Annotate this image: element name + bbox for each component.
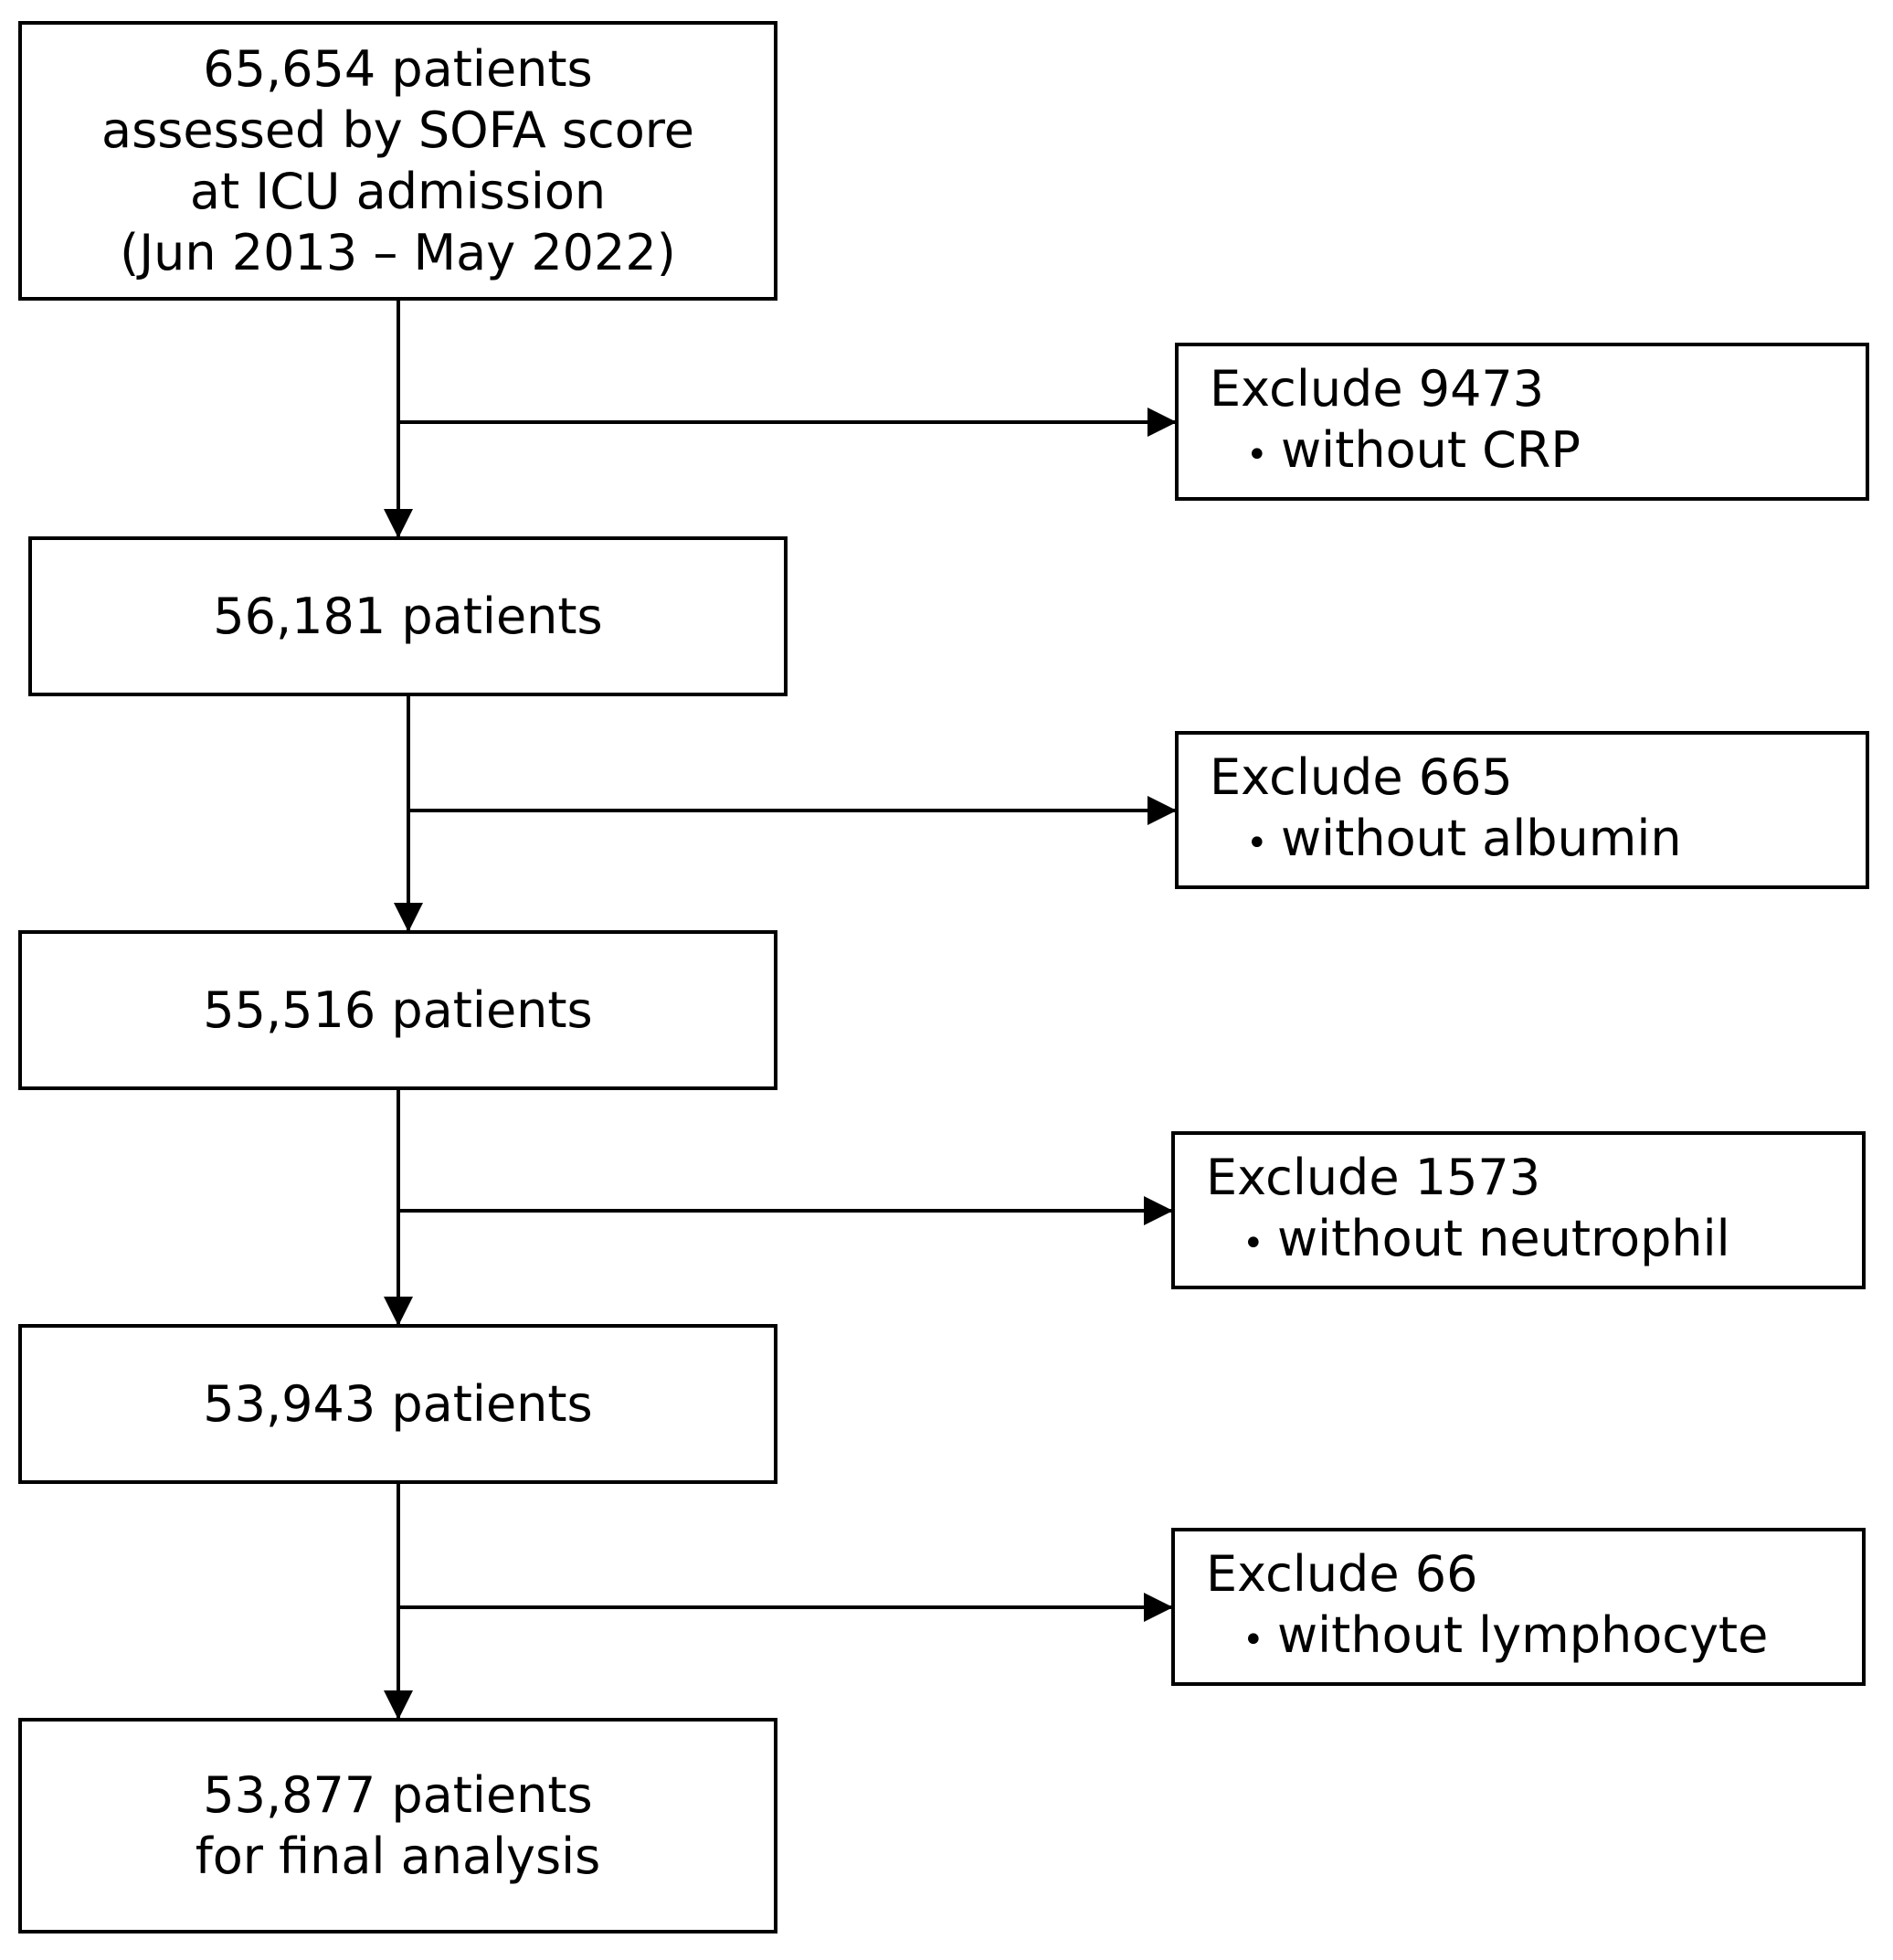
exclusion-title: Exclude 66	[1206, 1544, 1478, 1603]
box-text-line: 56,181 patients	[213, 588, 603, 645]
flow-box-after-neutrophil: 53,943 patients	[18, 1324, 777, 1484]
bullet-icon: •	[1243, 1618, 1264, 1661]
box-text-line: assessed by SOFA score	[100, 101, 694, 159]
flow-box-after-albumin: 55,516 patients	[18, 930, 777, 1090]
exclusion-reason-text: without CRP	[1281, 420, 1581, 479]
exclusion-reason: • without neutrophil	[1206, 1208, 1862, 1275]
exclusion-reason-text: without neutrophil	[1277, 1209, 1730, 1267]
exclusion-title: Exclude 1573	[1206, 1148, 1541, 1206]
exclusion-box-crp: Exclude 9473 • without CRP	[1175, 343, 1869, 501]
box-text-line: (Jun 2013 – May 2022)	[120, 224, 676, 281]
exclusion-title: Exclude 665	[1210, 747, 1513, 806]
flow-box-initial-cohort: 65,654 patients assessed by SOFA score a…	[18, 21, 777, 301]
exclusion-title: Exclude 9473	[1210, 359, 1545, 418]
exclusion-reason: • without lymphocyte	[1206, 1605, 1862, 1671]
box-text-line: 65,654 patients	[203, 40, 593, 98]
exclusion-reason-text: without albumin	[1281, 809, 1682, 867]
exclusion-box-lymphocyte: Exclude 66 • without lymphocyte	[1171, 1528, 1866, 1686]
flow-box-final-analysis: 53,877 patients for final analysis	[18, 1718, 777, 1934]
exclusion-reason: • without albumin	[1210, 808, 1866, 874]
exclusion-box-albumin: Exclude 665 • without albumin	[1175, 731, 1869, 889]
box-text-line: for final analysis	[195, 1828, 601, 1885]
bullet-icon: •	[1243, 1222, 1264, 1265]
box-text-line: 53,943 patients	[203, 1375, 593, 1433]
bullet-icon: •	[1246, 821, 1268, 864]
box-text-line: 55,516 patients	[203, 981, 593, 1039]
bullet-icon: •	[1246, 433, 1268, 476]
box-text-line: 53,877 patients	[203, 1766, 593, 1824]
exclusion-reason: • without CRP	[1210, 419, 1866, 486]
box-text-line: at ICU admission	[189, 163, 607, 220]
exclusion-reason-text: without lymphocyte	[1277, 1605, 1769, 1664]
exclusion-box-neutrophil: Exclude 1573 • without neutrophil	[1171, 1131, 1866, 1289]
flow-box-after-crp: 56,181 patients	[28, 536, 788, 696]
